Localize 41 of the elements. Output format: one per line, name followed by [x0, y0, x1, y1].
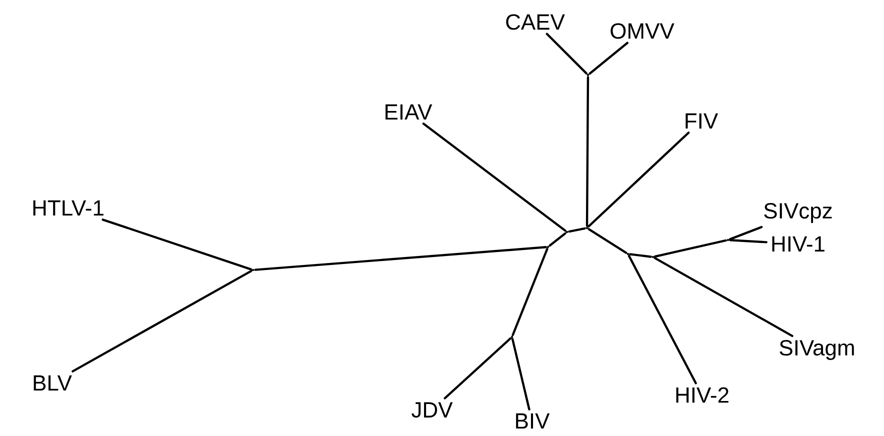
taxon-label: HIV-2 — [676, 387, 728, 403]
taxon-label: HTLV-1 — [33, 200, 104, 216]
branch-point — [566, 230, 568, 234]
tree-branch — [512, 248, 548, 336]
taxon-label: BIV — [516, 413, 550, 429]
branch-point — [626, 252, 630, 256]
branch-point — [546, 246, 550, 248]
branch-point — [252, 268, 254, 272]
taxon-label: HIV-1 — [772, 236, 824, 252]
tree-branch — [102, 218, 252, 270]
tree-branch — [629, 253, 652, 258]
tree-branch — [548, 232, 566, 247]
branch-point — [652, 256, 654, 258]
tree-branch — [654, 256, 794, 338]
taxon-label: EIAV — [386, 104, 432, 120]
taxon-label: SIVagm — [780, 340, 854, 360]
tree-branch — [422, 122, 566, 232]
tree-branch — [568, 227, 586, 233]
branch-point — [586, 74, 590, 76]
tree-branch — [729, 239, 768, 244]
tree-branch — [628, 254, 697, 384]
taxon-label: CAEV — [506, 14, 565, 30]
tree-branch — [254, 246, 547, 271]
branch-point — [510, 336, 514, 338]
tree-branch — [654, 239, 727, 258]
taxon-label: OMVV — [610, 23, 674, 39]
taxon-label: BLV — [34, 375, 72, 391]
taxon-label: SIVcpz — [764, 203, 832, 223]
tree-branch — [546, 32, 588, 75]
tree-branch — [588, 228, 628, 254]
tree-branch — [728, 226, 763, 240]
taxon-label: JDV — [412, 402, 453, 418]
tree-branch — [586, 76, 590, 227]
tree-branch — [72, 270, 252, 372]
tree-branch — [444, 337, 512, 400]
tree-branch — [588, 132, 690, 228]
taxon-label: FIV — [686, 113, 718, 129]
tree-branch — [588, 42, 629, 75]
branch-point — [726, 238, 730, 242]
tree-branch — [511, 338, 530, 410]
branch-point — [586, 226, 588, 230]
